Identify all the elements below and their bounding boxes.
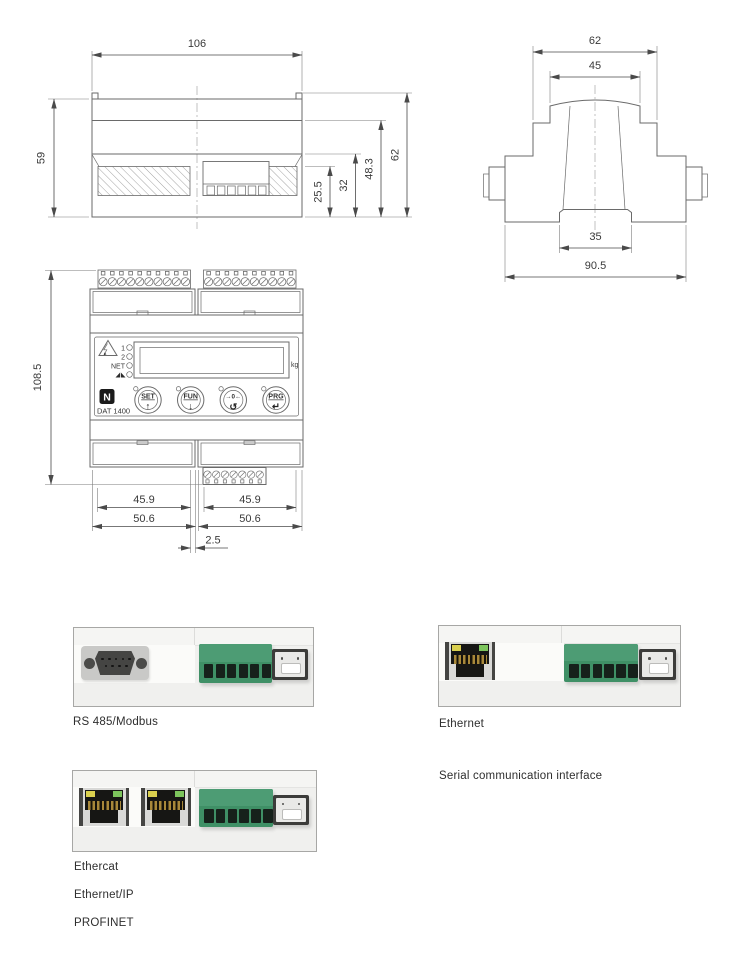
status-led-column: 1 2 NET: [111, 344, 133, 378]
set-button: SET ↑: [133, 386, 162, 414]
rj45-pins: [149, 801, 183, 810]
top-terminal-block-left: [98, 270, 191, 288]
usb-b-port: [272, 649, 308, 680]
led-1: [126, 344, 133, 351]
side-terminal-connector: [202, 161, 270, 196]
green-terminal-block: [199, 644, 272, 683]
panel-seam: [194, 771, 195, 787]
lcd-display: [133, 341, 290, 379]
upper-covers: [89, 288, 304, 316]
photo-rs485-module: [73, 627, 314, 707]
keypad: SET ↑ FUN ↓ →0← ↺: [133, 386, 290, 414]
serial-interface-label: Serial communication interface: [439, 770, 603, 782]
dim-label-90-5: 90.5: [585, 260, 606, 272]
nfc-n-mark-icon: N: [99, 389, 115, 404]
caption-ethernet-ip: Ethernet/IP: [74, 889, 134, 901]
dim-label-50-6-left: 50.6: [133, 513, 154, 525]
dim-label-108-5: 108.5: [32, 364, 44, 392]
technical-drawings: 106 59 25.5 32 48.3 62: [32, 35, 708, 553]
led-yellow: [86, 790, 95, 797]
caption-profinet: PROFINET: [74, 917, 134, 929]
rj45-pins: [453, 655, 487, 664]
zero-button: →0← ↺: [218, 386, 248, 414]
rj45-ethernet-port: [445, 642, 495, 680]
db9-face: [95, 651, 135, 675]
led-2: [126, 353, 133, 360]
prg-button: PRG ↵: [261, 386, 290, 414]
led-yellow: [452, 644, 461, 651]
dim-label-62-front: 62: [390, 149, 402, 161]
din-clip-left: [488, 166, 506, 201]
rj45-pins: [87, 801, 121, 810]
enter-arrow-icon: ↵: [272, 402, 280, 413]
usb-b-port: [273, 795, 309, 825]
led-green: [113, 790, 122, 797]
rj45-port-1: [79, 788, 129, 826]
dim-label-25-5: 25.5: [313, 181, 325, 202]
side-profile-drawing: 62 45 35 90.5: [483, 35, 708, 282]
led-label-net: NET: [111, 364, 126, 371]
dim-label-45-9-right: 45.9: [239, 494, 260, 506]
dim-label-32: 32: [338, 179, 350, 191]
dim-label-62-side: 62: [589, 35, 601, 47]
led-label-1: 1: [121, 346, 125, 353]
panel-seam: [561, 626, 562, 643]
din-clip-right: [685, 166, 703, 201]
rj45-port-2: [141, 788, 191, 826]
dim-label-45: 45: [589, 60, 601, 72]
front-panel-drawing: 1 2 NET kg N DAT 1400: [32, 270, 304, 553]
vent-hatch-left: [97, 166, 191, 196]
green-terminal-block: [199, 789, 273, 827]
rotate-icon: ↺: [229, 402, 237, 413]
down-arrow-icon: ↓: [188, 402, 193, 413]
svg-text:SET: SET: [141, 394, 155, 401]
caption-rs485: RS 485/Modbus: [73, 716, 159, 728]
led-green: [479, 644, 488, 651]
dim-label-2-5: 2.5: [205, 535, 220, 547]
model-label: DAT 1400: [97, 407, 130, 416]
dim-label-50-6-right: 50.6: [239, 513, 260, 525]
fun-button: FUN ↓: [175, 386, 205, 414]
panel-seam: [194, 628, 195, 645]
led-label-2: 2: [121, 355, 125, 362]
unit-label: kg: [291, 362, 299, 369]
lower-covers: [89, 439, 304, 468]
dim-label-45-9-left: 45.9: [133, 494, 154, 506]
svg-text:FUN: FUN: [184, 394, 198, 401]
led-yellow: [148, 790, 157, 797]
weight-stable-icon: [115, 372, 126, 378]
led-stable: [126, 371, 133, 378]
dim-label-106: 106: [188, 38, 206, 50]
top-terminal-block-right: [204, 270, 297, 288]
up-arrow-icon: ↑: [146, 402, 151, 413]
front-elevation-drawing: 106 59 25.5 32 48.3 62: [36, 38, 412, 229]
db9-serial-connector: [81, 646, 149, 680]
svg-text:PRG: PRG: [268, 394, 284, 401]
svg-text:N: N: [103, 392, 111, 404]
db9-screw-right: [135, 657, 147, 669]
vent-hatch-right: [268, 166, 298, 196]
photo-fieldbus-module: [72, 770, 317, 852]
caption-ethernet: Ethernet: [439, 718, 485, 730]
led-green: [175, 790, 184, 797]
dim-label-59: 59: [36, 152, 48, 164]
caption-ethercat: Ethercat: [74, 861, 119, 873]
svg-text:→0←: →0←: [225, 394, 241, 401]
hazard-triangle-lightning-icon: [98, 339, 118, 356]
usb-b-port: [639, 649, 676, 680]
dim-label-35: 35: [589, 231, 601, 243]
green-terminal-block: [564, 644, 638, 682]
led-net: [126, 362, 133, 369]
photo-ethernet-module: [438, 625, 681, 707]
db9-screw-left: [83, 657, 95, 669]
dim-label-48-3: 48.3: [364, 158, 376, 179]
bottom-terminal-block: [202, 467, 267, 485]
